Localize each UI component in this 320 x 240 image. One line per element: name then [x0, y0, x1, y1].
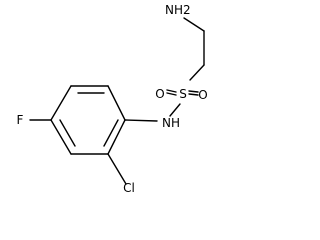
bond-nh2-ch2 — [183, 17, 205, 32]
ring-bond-6 — [107, 119, 126, 155]
chemical-structure: NH2 S O O NH Cl F — [17, 3, 208, 195]
bond-s-o-right-1 — [188, 90, 199, 93]
fluorine-label: F — [17, 113, 24, 127]
bond-nh-aryl — [124, 119, 158, 122]
ring-bond-1 — [107, 85, 126, 121]
oxygen-left-label: O — [155, 87, 164, 101]
bond-s-o-left-1 — [166, 89, 177, 93]
sulfur-label: S — [179, 87, 187, 101]
bond-s-nh — [169, 103, 181, 117]
oxygen-right-label: O — [198, 88, 207, 102]
ring-double-bond-right — [103, 119, 119, 147]
ring-bond-3 — [50, 85, 72, 121]
amine-label: NH2 — [165, 3, 191, 17]
bond-layer — [29, 17, 205, 185]
sulfonamide-nh-label: NH — [162, 116, 180, 130]
atom-label-layer: NH2 S O O NH Cl F — [17, 3, 208, 195]
bond-ch2-s — [189, 64, 205, 81]
chlorine-label: Cl — [123, 181, 135, 195]
bond-s-o-right-2 — [188, 93, 199, 96]
bond-s-o-left-2 — [166, 92, 177, 96]
ring-double-bond-left — [59, 119, 76, 147]
ring-bond-4 — [50, 119, 72, 155]
bond-ring-cl — [107, 153, 127, 185]
